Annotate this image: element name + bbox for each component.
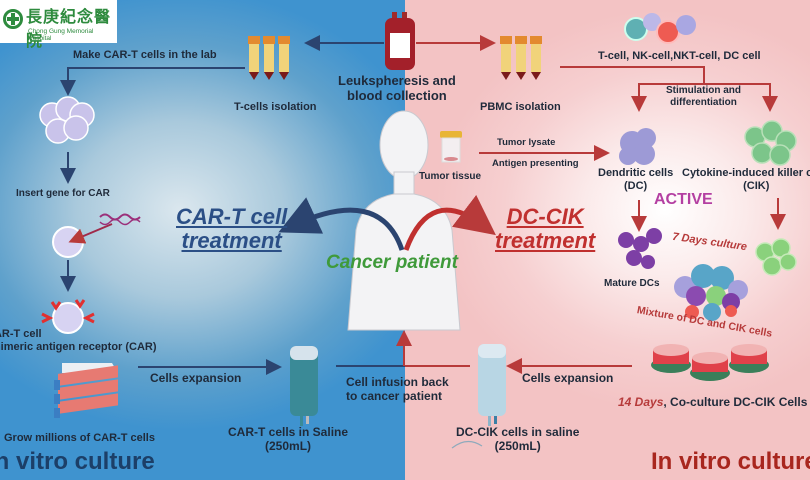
arrow-to-dc: [631, 83, 704, 112]
arrow-to-dc-cik-treatment: [403, 194, 496, 251]
dc-cik-treatment-title: DC-CIK treatment: [495, 204, 596, 254]
car-t-title-line2: treatment: [181, 228, 282, 254]
t-cell-cluster-icon: [39, 96, 95, 144]
car-t-footer: In vitro culture: [0, 448, 155, 475]
mixed-cells-top-icon: [624, 13, 696, 44]
infusion-line1: Cell infusion back: [346, 375, 449, 389]
dc-cik-title-line1: DC-CIK: [506, 204, 584, 229]
pbmc-tubes-icon: [500, 36, 542, 80]
car-t-treatment-title: CAR-T cell treatment: [176, 204, 288, 254]
car-t-saline-bag-icon: [290, 346, 318, 426]
stimulation-line2: differentiation: [670, 96, 737, 108]
car-t-title-line1: CAR-T cell: [176, 204, 288, 229]
blood-collection-line1: Leukspheresis and: [338, 73, 456, 88]
dna-icon: [99, 213, 141, 221]
coculture-label: 14 Days, Co-culture DC-CIK Cells: [618, 395, 808, 410]
dendritic-line2: (DC): [623, 179, 648, 192]
hospital-logo: 長庚紀念醫院 Chong Gung Memorial Hospital: [0, 0, 117, 50]
stimulation-label: Stimulation and differentiation: [666, 85, 741, 108]
iv-tube-icon: [451, 440, 483, 449]
blood-bag-icon: [385, 12, 415, 70]
mixed-dc-cik-cluster-icon: [674, 264, 748, 321]
dc-cik-saline-line2: (250mL): [494, 438, 541, 453]
blood-collection-label: Leukspheresis and blood collection: [338, 73, 456, 104]
culture-flasks-icon: [54, 363, 118, 418]
cancer-patient-label: Cancer patient: [326, 252, 458, 273]
t-cells-isolation-label: T-cells isolation: [234, 101, 317, 113]
car-t-cell-line2: Chimeric antigen receptor (CAR): [0, 340, 157, 353]
make-in-lab-label: Make CAR-T cells in the lab: [73, 49, 217, 61]
tumor-tissue-jar-icon: [440, 131, 462, 163]
car-t-saline-line2: (250mL): [265, 438, 312, 453]
cells-expansion-right-label: Cells expansion: [522, 371, 614, 385]
patient-silhouette-icon: [347, 110, 461, 331]
cik-line2: (CIK): [743, 179, 770, 192]
logo-english-name: Chong Gung Memorial Hospital: [28, 28, 94, 42]
logo-chinese-name: 長庚紀念醫院: [26, 7, 112, 50]
coculture-rest: , Co-culture DC-CIK Cells: [663, 395, 808, 409]
cik-line1: Cytokine-induced killer cells: [682, 167, 810, 179]
car-t-cell-icon: [41, 299, 95, 334]
mature-dcs-label: Mature DCs: [604, 278, 660, 289]
activated-cik-icon: [755, 238, 797, 276]
dc-cik-saline-bag-icon: [478, 344, 506, 426]
dendritic-cells-label: Dendritic cells (DC): [598, 167, 673, 192]
infusion-line2: to cancer patient: [346, 388, 443, 403]
antigen-presenting-label: Antigen presenting: [492, 158, 579, 169]
tumor-tissue-label: Tumor tissue: [419, 171, 482, 182]
arrow-stimulation: [560, 66, 705, 84]
arrow-gene-insert: [68, 223, 113, 244]
tumor-lysate-label: Tumor lysate: [497, 137, 556, 148]
t-cell-icon: [52, 226, 84, 258]
mature-dc-icon: [618, 228, 662, 269]
cell-types-label: T-cell, NK-cell,NKT-cell, DC cell: [598, 50, 761, 62]
cik-cells-label: Cytokine-induced killer cells (CIK): [682, 167, 810, 192]
dc-cik-background: [405, 0, 810, 480]
dc-cik-title-line2: treatment: [495, 228, 596, 254]
stimulation-line1: Stimulation and: [666, 85, 741, 96]
coculture-days: 14 Days: [618, 395, 664, 409]
arrow-make-car-t: [60, 67, 245, 96]
dc-cik-footer: In vitro culture: [651, 448, 810, 475]
cik-cell-icon: [744, 120, 797, 166]
arrow-to-car-t-treatment: [278, 197, 405, 251]
grow-millions-label: Grow millions of CAR-T cells: [4, 432, 155, 444]
t-cell-tubes-icon: [248, 36, 290, 80]
coculture-dishes-icon: [651, 344, 769, 381]
blood-collection-line2: blood collection: [347, 87, 447, 103]
active-label: ACTIVE: [654, 191, 713, 208]
dendritic-cell-icon: [619, 128, 656, 165]
hospital-cross-icon: [3, 9, 23, 29]
car-t-saline-line1: CAR-T cells in Saline: [228, 425, 349, 439]
pbmc-isolation-label: PBMC isolation: [480, 101, 561, 113]
cells-expansion-left-label: Cells expansion: [150, 371, 242, 385]
arrow-to-cik: [704, 83, 778, 112]
dendritic-line1: Dendritic cells: [598, 167, 674, 179]
insert-gene-label: Insert gene for CAR: [16, 188, 110, 199]
dc-cik-saline-label: DC-CIK cells in saline (250mL): [456, 425, 580, 454]
dc-cik-saline-line1: DC-CIK cells in saline: [456, 425, 580, 439]
car-t-cell-line1: CAR-T cell: [0, 328, 42, 340]
infusion-label: Cell infusion back to cancer patient: [346, 375, 449, 404]
car-t-cell-label: CAR-T cell Chimeric antigen receptor (CA…: [0, 328, 157, 353]
car-t-saline-label: CAR-T cells in Saline (250mL): [228, 425, 349, 454]
